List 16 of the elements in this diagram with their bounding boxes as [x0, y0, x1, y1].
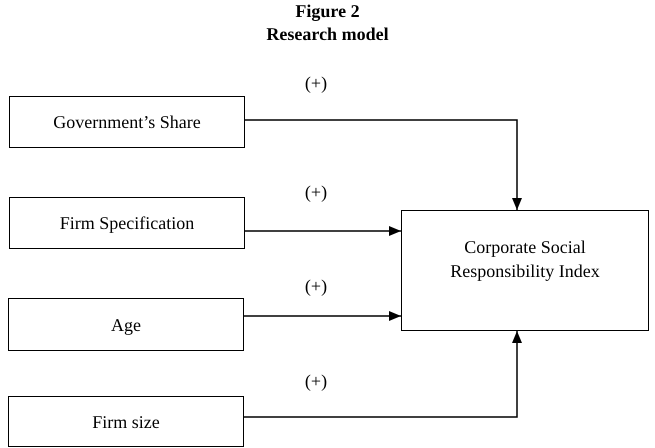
variable-box [8, 298, 244, 351]
variable-box [9, 197, 245, 249]
box-label: Firm size [92, 410, 160, 434]
arrow [244, 331, 522, 418]
box-label: Firm Specification [60, 212, 194, 235]
figure-number: Figure 2 [295, 0, 360, 22]
arrow [245, 226, 401, 236]
box-label: Corporate Social Responsibility Index [449, 236, 601, 282]
arrow [245, 119, 522, 210]
variable-box [8, 396, 244, 447]
box-label: Government’s Share [53, 111, 201, 134]
box-label: Age [111, 314, 141, 336]
arrow [244, 311, 401, 321]
figure-title: Research model [266, 23, 389, 45]
outcome-box [401, 210, 649, 331]
variable-box [9, 96, 245, 148]
